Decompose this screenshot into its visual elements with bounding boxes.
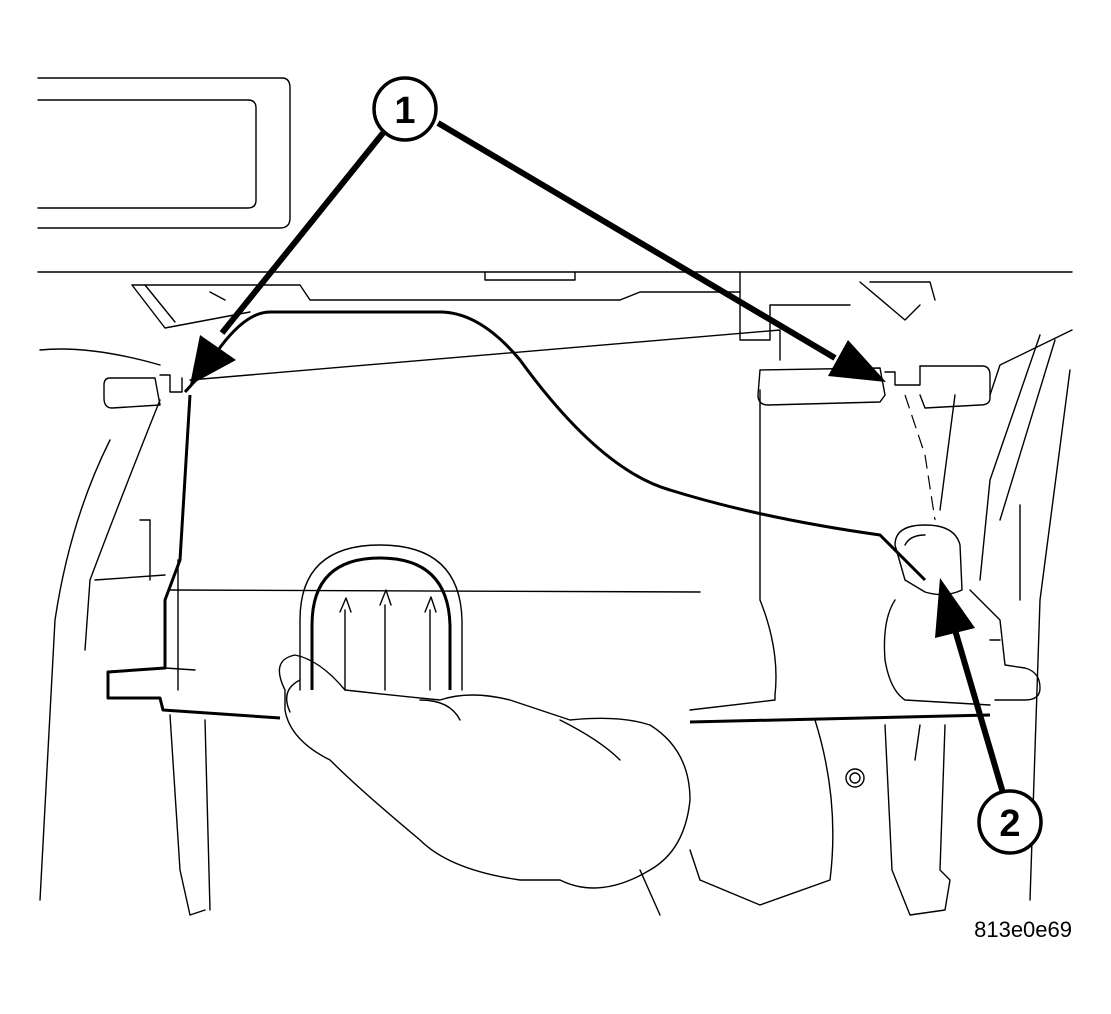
panel-handle-opening (299, 544, 463, 691)
right-clip (757, 365, 991, 521)
dash-lower-edge (37, 271, 1073, 281)
callout-2: 2 (977, 789, 1043, 855)
callout-1-label: 1 (394, 90, 415, 132)
technician-hand (278, 654, 701, 916)
cover-panel (106, 310, 991, 724)
arrow-head-right-clip (828, 340, 886, 382)
right-latch (883, 524, 1041, 706)
callout-2-arrow (935, 578, 1006, 794)
lower-structure (169, 714, 951, 916)
callout-2-label: 2 (999, 803, 1020, 845)
figure-id: 813e0e69 (974, 917, 1072, 942)
arrow-head-left-clip (190, 335, 236, 385)
callout-1-arrows (190, 120, 886, 385)
left-clip (103, 374, 183, 409)
background-structure (39, 271, 1073, 901)
arrow-head-latch (935, 578, 975, 638)
callout-1: 1 (372, 76, 438, 142)
dash-vent-panel (37, 77, 291, 229)
